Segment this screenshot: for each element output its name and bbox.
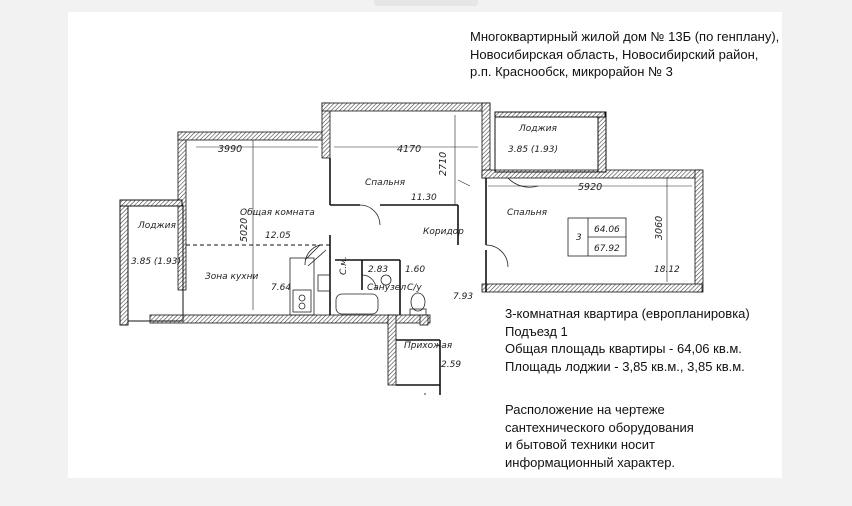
loggia-left-area: 3.85 (1.93) [131,257,181,267]
area-box-number: 3 [576,233,582,243]
dimension-5020: 5020 [239,218,250,242]
wc-area: 1.60 [405,265,425,275]
kitchen-fixtures [289,244,331,316]
bathroom-label: Санузел [367,283,406,293]
area-box-total: 64.06 [594,225,620,235]
corridor-area: 7.93 [453,292,473,302]
note-line: сантехнического оборудования [505,419,694,435]
address-block: Многоквартирный жилой дом № 13Б (по генп… [470,28,779,81]
bathroom-area: 2.83 [368,265,388,275]
kitchen-area: 7.64 [271,283,291,293]
note-line: информационный характер. [505,454,676,470]
dimension-4170: 4170 [397,144,421,155]
address-line: р.п. Краснообск, микрорайон № 3 [470,64,673,79]
note-line: Расположение на чертеже [505,402,665,417]
corridor-label: Коридор [423,227,464,237]
dimension-lines [196,115,692,310]
bedroom1-label: Спальня [365,178,406,188]
hall-dots [409,341,426,395]
loggia-left [119,199,184,326]
bathroom-fixtures [335,274,427,316]
address-line: Новосибирская область, Новосибирский рай… [470,46,759,62]
bedroom2-label: Спальня [507,208,548,218]
interior-walls [186,158,487,395]
dimension-3990: 3990 [218,144,242,155]
apartment-info: 3-комнатная квартира (европланировка) По… [505,305,750,375]
bedroom2-area: 18.12 [654,265,680,275]
living-room-area: 12.05 [265,231,291,241]
dimension-3060: 3060 [654,216,665,240]
exterior-walls [149,102,704,386]
note-line: и бытовой техники носит [505,437,655,452]
entrance: Подъезд 1 [505,323,568,339]
loggia-area: Площадь лоджии - 3,85 кв.м., 3,85 кв.м. [505,358,745,374]
loggia-right-label: Лоджия [518,124,557,134]
wc-label: С/у [407,283,422,293]
dimension-2710: 2710 [438,152,449,176]
dimension-5920: 5920 [578,182,602,193]
loggia-right [494,111,607,173]
area-box-loggia: 67.92 [594,244,620,254]
closet-label: С.м. [339,256,349,275]
loggia-left-label: Лоджия [137,221,176,231]
sheet-tab [374,0,478,6]
disclaimer-note: Расположение на чертеже сантехнического … [505,401,694,471]
total-area: Общая площадь квартиры - 64,06 кв.м. [505,341,742,356]
loggia-right-area: 3.85 (1.93) [508,145,558,155]
hall-area: 2.59 [441,360,461,370]
area-box [567,217,627,257]
apartment-type: 3-комнатная квартира (европланировка) [505,306,750,321]
hall-label: Прихожая [404,341,453,351]
kitchen-label: Зона кухни [205,272,259,282]
bedroom1-area: 11.30 [411,193,437,203]
address-line: Многоквартирный жилой дом № 13Б (по генп… [470,29,780,44]
living-room-label: Общая комната [240,208,315,218]
